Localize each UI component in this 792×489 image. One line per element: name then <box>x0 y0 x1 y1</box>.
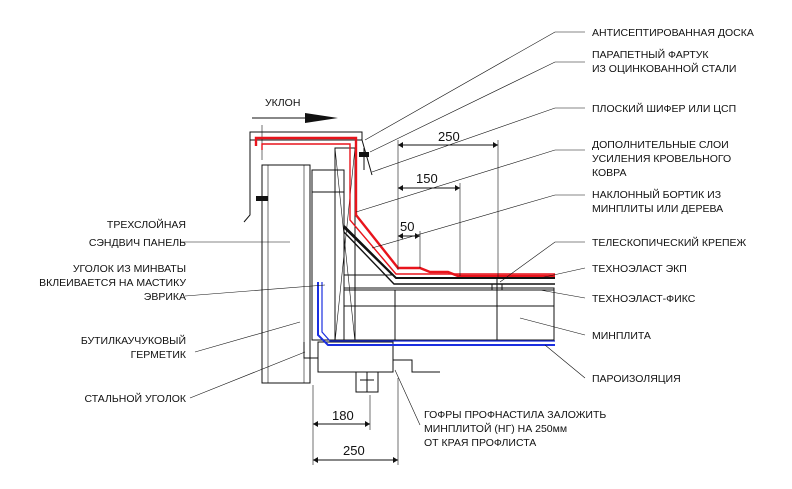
parapet-insulation <box>311 169 345 341</box>
label-flashing-1: ПАРАПЕТНЫЙ ФАРТУК <box>592 48 709 61</box>
antiseptic-board <box>334 147 356 343</box>
cap-screws <box>256 148 369 210</box>
label-steel-angle: СТАЛЬНОЙ УГОЛОК <box>84 392 186 405</box>
label-extra-layers-1: ДОПОЛНИТЕЛЬНЫЕ СЛОИ <box>592 139 729 151</box>
dimension-lines <box>312 140 499 465</box>
profiled-deck <box>317 341 440 393</box>
cap-left-drip <box>243 132 251 223</box>
label-flat-slate: ПЛОСКИЙ ШИФЕР ИЛИ ЦСП <box>592 102 736 115</box>
dim-50: 50 <box>400 219 414 234</box>
label-corrugation-3: ОТ КРАЯ ПРОФЛИСТА <box>424 437 536 449</box>
sandwich-panel <box>261 164 311 384</box>
slope-arrow <box>252 113 338 160</box>
dim-150: 150 <box>416 171 438 186</box>
label-corrugation-1: ГОФРЫ ПРОФНАСТИЛА ЗАЛОЖИТЬ <box>424 409 606 421</box>
label-butyl-1: БУТИЛКАУЧУКОВЫЙ <box>81 334 186 347</box>
label-butyl-2: ГЕРМЕТИК <box>131 349 187 361</box>
dim-250-top: 250 <box>438 129 460 144</box>
technoelast-ekp <box>343 225 555 279</box>
label-wool-angle-1: УГОЛОК ИЗ МИНВАТЫ <box>73 263 186 275</box>
roof-insulation <box>343 287 555 341</box>
parapet-flashing-red <box>254 136 555 278</box>
label-wool-angle-3: ЭВРИКА <box>144 291 186 303</box>
label-vapor-barrier: ПАРОИЗОЛЯЦИЯ <box>592 373 681 385</box>
label-extra-layers-2: УСИЛЕНИЯ КРОВЕЛЬНОГО <box>592 153 731 165</box>
label-flashing-2: ИЗ ОЦИНКОВАННОЙ СТАЛИ <box>592 62 736 75</box>
label-wool-angle-2: ВКЛЕИВАЕТСЯ НА МАСТИКУ <box>39 277 186 289</box>
label-sandwich-2: СЭНДВИЧ ПАНЕЛЬ <box>89 237 186 249</box>
leader-lines <box>180 31 586 426</box>
slanted-fillet <box>343 226 394 276</box>
label-technoelast-ekp: ТЕХНОЭЛАСТ ЭКП <box>592 263 687 275</box>
reinforcement-layer-red <box>261 143 555 275</box>
telescopic-fastener <box>491 278 503 340</box>
dim-250-bottom: 250 <box>343 443 365 458</box>
vapor-barrier-blue <box>317 282 555 346</box>
label-minplita: МИНПЛИТА <box>592 330 651 342</box>
dim-180: 180 <box>332 408 354 423</box>
label-sandwich-1: ТРЕХСЛОЙНАЯ <box>107 218 186 231</box>
slope-label: УКЛОН <box>265 97 300 109</box>
label-antiseptic-board: АНТИСЕПТИРОВАННАЯ ДОСКА <box>592 27 754 39</box>
label-technoelast-fix: ТЕХНОЭЛАСТ-ФИКС <box>592 293 696 305</box>
technoelast-fix <box>343 231 555 285</box>
vapor-barrier-inner <box>321 282 555 342</box>
label-fillet-2: МИНПЛИТЫ ИЛИ ДЕРЕВА <box>592 203 723 215</box>
steel-angle <box>303 342 319 359</box>
label-telescopic: ТЕЛЕСКОПИЧЕСКИЙ КРЕПЕЖ <box>592 236 747 249</box>
label-fillet-1: НАКЛОННЫЙ БОРТИК ИЗ <box>592 188 721 201</box>
label-corrugation-2: МИНПЛИТОЙ (НГ) НА 250мм <box>424 422 567 435</box>
label-extra-layers-3: КОВРА <box>592 167 626 179</box>
